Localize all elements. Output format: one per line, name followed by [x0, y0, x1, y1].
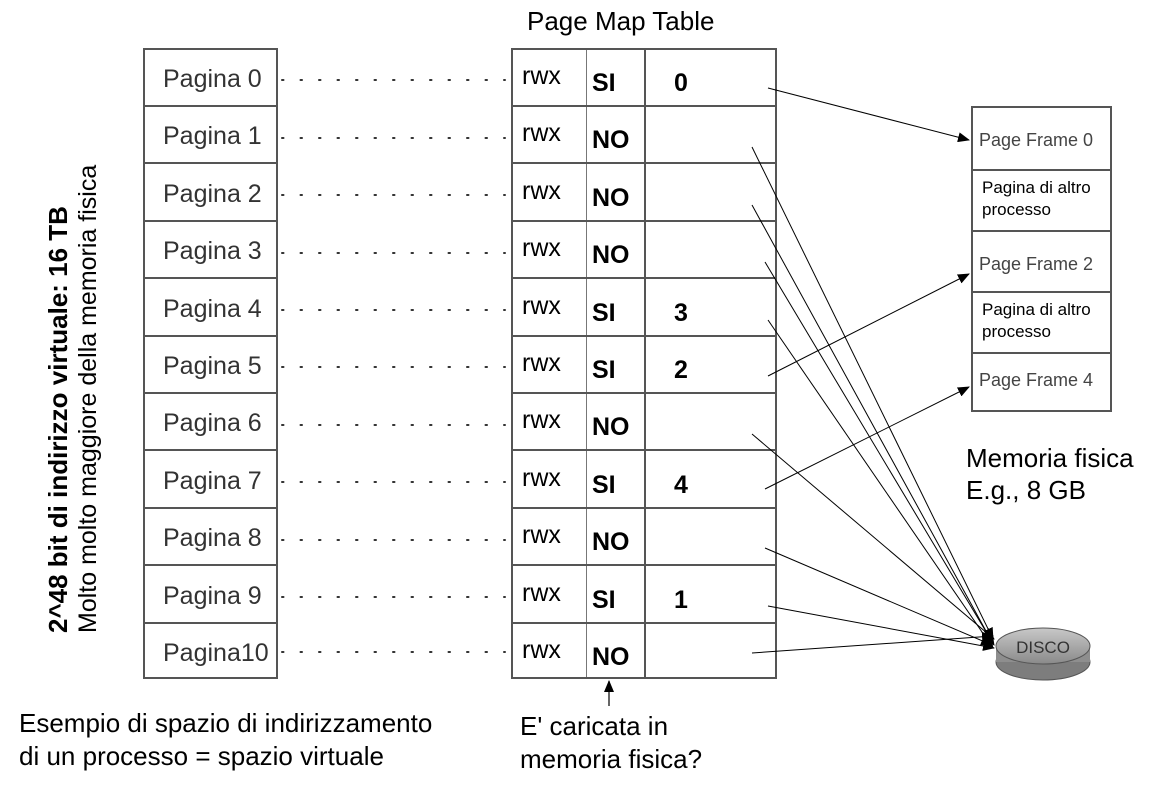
page-map-row: rwx SI 3: [513, 280, 775, 337]
page-frame: Page Frame 2: [973, 232, 1110, 293]
mapping-arrow: [764, 261, 995, 646]
mapping-arrows: [751, 87, 995, 654]
caption-line: memoria fisica?: [520, 744, 703, 774]
virtual-page: Pagina 4: [145, 280, 276, 337]
present-flag: NO: [592, 413, 630, 441]
virtual-page: Pagina10: [163, 639, 269, 667]
column-divider: [644, 50, 646, 677]
column-divider: [586, 50, 587, 677]
permission-cell: rwx: [522, 119, 561, 147]
page-map-row: rwx NO: [513, 165, 775, 222]
virtual-page: Pagina 9: [145, 567, 276, 624]
mapping-arrow: [751, 631, 994, 654]
frame-number: 4: [674, 471, 688, 499]
permission-cell: rwx: [522, 349, 561, 377]
present-flag: SI: [592, 299, 616, 327]
mapping-arrow: [767, 87, 970, 143]
caption-line: di un processo = spazio virtuale: [19, 741, 384, 771]
disk-label: DISCO: [1016, 638, 1070, 657]
virtual-page: Pagina 8: [145, 509, 276, 566]
virtual-page: Pagina 0: [145, 50, 276, 107]
frame-number: 3: [674, 299, 688, 327]
disk-icon: DISCO: [995, 627, 1091, 681]
virtual-page: Pagina 7: [145, 452, 276, 509]
page-map-row: rwx NO: [513, 624, 775, 681]
page-frame: Page Frame 4: [979, 370, 1094, 390]
mapping-arrow: [751, 433, 995, 640]
page-map-row: rwx NO: [513, 222, 775, 279]
permission-cell: rwx: [522, 636, 561, 664]
permission-cell: rwx: [522, 62, 561, 90]
page-map-table: rwx SI 0 rwx NO rwx NO rwx NO rwx SI 3 r…: [511, 48, 777, 679]
virtual-page: Pagina 6: [145, 394, 276, 451]
present-flag: NO: [592, 184, 630, 212]
frame-number: 1: [674, 586, 688, 614]
permission-cell: rwx: [522, 234, 561, 262]
page-map-row: rwx SI 4: [513, 452, 775, 509]
physical-memory-label-line: Memoria fisica: [966, 443, 1134, 473]
mapping-arrow: [764, 386, 970, 490]
present-question-caption: E' caricata in memoria fisica?: [520, 710, 702, 776]
physical-memory-size: E.g., 8 GB: [966, 475, 1086, 505]
virtual-page: Pagina 1: [145, 107, 276, 164]
page-map-row: rwx SI 2: [513, 337, 775, 394]
mapping-arrow: [764, 547, 993, 646]
caption-line: E' caricata in: [520, 711, 669, 741]
other-process-page: Pagina di altro processo: [973, 293, 1110, 354]
permission-cell: rwx: [522, 177, 561, 205]
frame-number: 2: [674, 356, 688, 384]
present-flag: NO: [592, 126, 630, 154]
page-map-row: rwx NO: [513, 509, 775, 566]
mapping-arrow: [751, 204, 993, 643]
page-map-row: rwx SI 1: [513, 567, 775, 624]
permission-cell: rwx: [522, 579, 561, 607]
permission-cell: rwx: [522, 406, 561, 434]
permission-cell: rwx: [522, 292, 561, 320]
present-flag: NO: [592, 643, 630, 671]
present-flag: NO: [592, 241, 630, 269]
virtual-page: Pagina 2: [145, 165, 276, 222]
mapping-arrow: [767, 605, 995, 651]
page-frame: Page Frame 0: [973, 108, 1110, 171]
page-map-row: rwx NO: [513, 107, 775, 164]
mapping-arrow: [767, 273, 970, 377]
physical-memory-label: Memoria fisica E.g., 8 GB: [966, 442, 1134, 506]
other-process-page: Pagina di altro processo: [973, 171, 1110, 232]
virtual-space-caption: Esempio di spazio di indirizzamento di u…: [19, 707, 432, 773]
present-flag: SI: [592, 471, 616, 499]
frame-number: 0: [674, 69, 688, 97]
present-flag: SI: [592, 356, 616, 384]
present-flag: SI: [592, 586, 616, 614]
virtual-page: Pagina 3: [145, 222, 276, 279]
mapping-arrow: [767, 319, 994, 649]
permission-cell: rwx: [522, 521, 561, 549]
present-flag: SI: [592, 69, 616, 97]
page-map-row: rwx SI 0: [513, 50, 775, 107]
page-map-row: rwx NO: [513, 394, 775, 451]
virtual-pages-column: Pagina 0 Pagina 1 Pagina 2 Pagina 3 Pagi…: [143, 48, 278, 679]
present-flag: NO: [592, 528, 630, 556]
dotted-connectors: [281, 79, 506, 653]
permission-cell: rwx: [522, 464, 561, 492]
mapping-arrow: [751, 146, 994, 640]
physical-memory-column: Page Frame 0 Pagina di altro processo Pa…: [971, 106, 1112, 412]
virtual-page: Pagina 5: [145, 337, 276, 394]
page-map-table-title: Page Map Table: [527, 6, 715, 36]
caption-line: Esempio di spazio di indirizzamento: [19, 708, 433, 738]
